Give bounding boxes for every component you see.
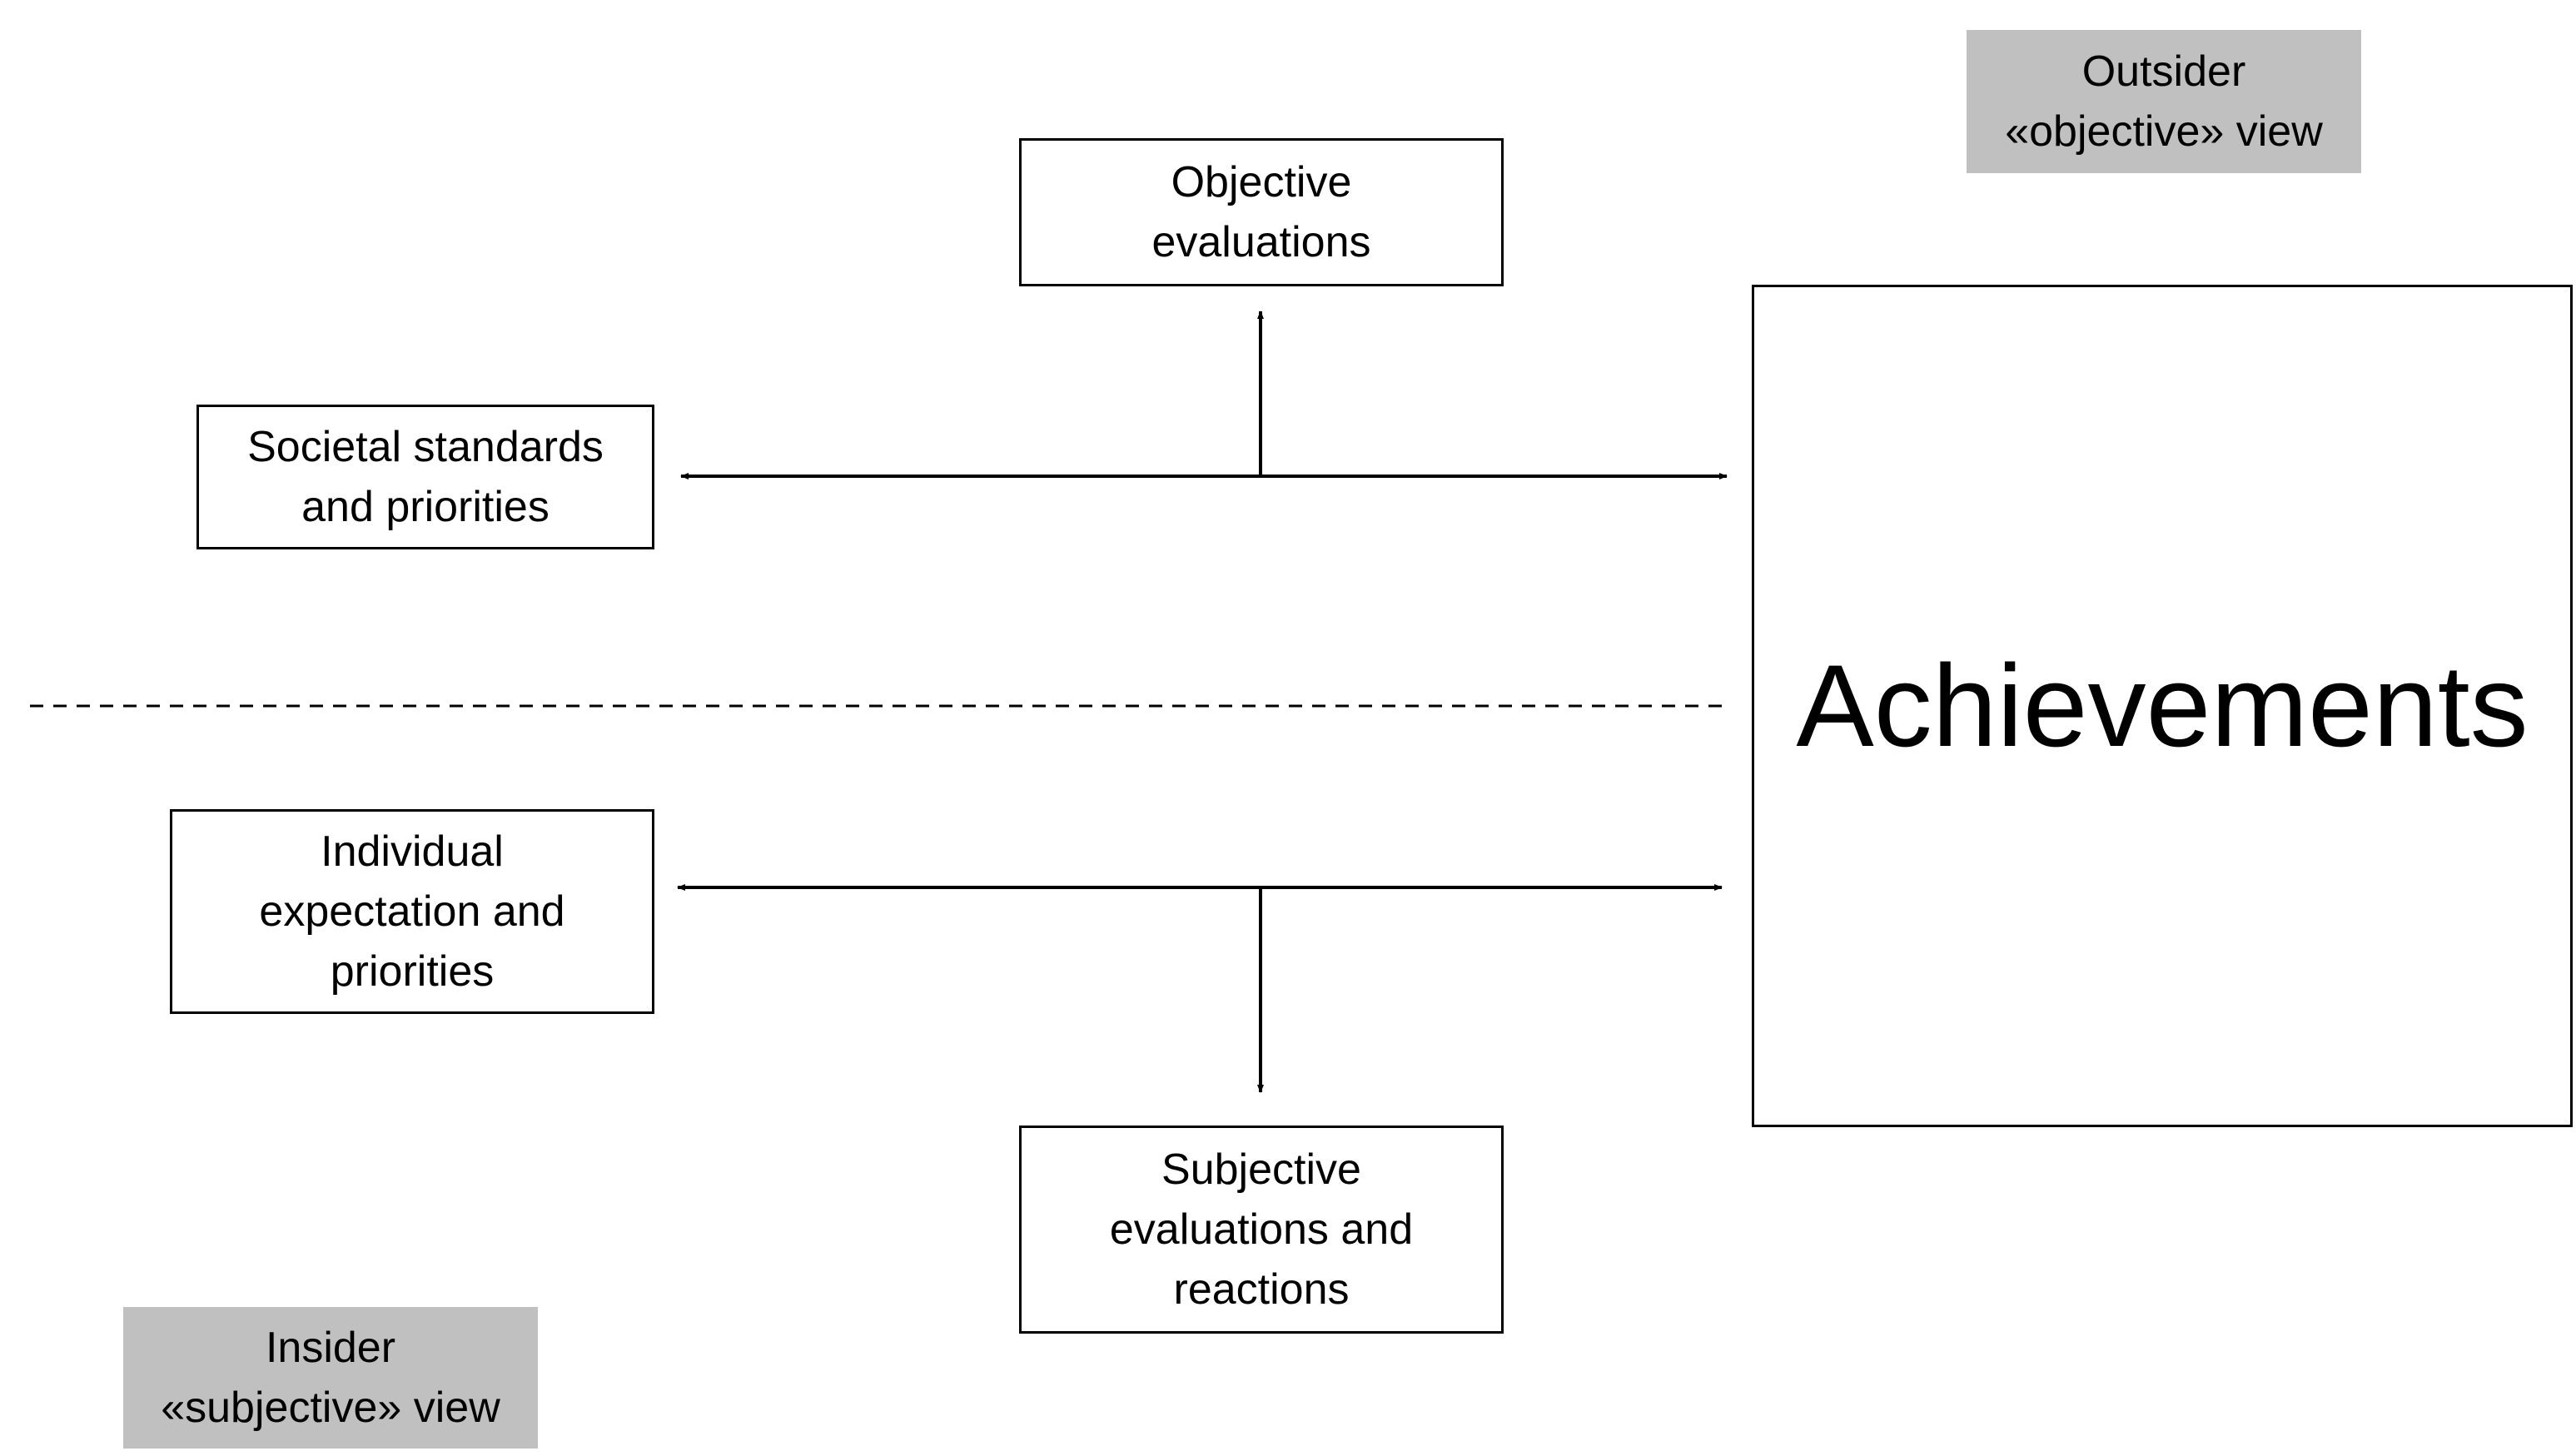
objective-evaluations-line1: Objective [1171,158,1352,206]
insider-view-line2: «subjective» view [161,1384,500,1432]
objective-evaluations-line2: evaluations [1151,218,1371,266]
subjective-evaluations-line3: reactions [1173,1265,1350,1314]
insider-view-line1: Insider [265,1324,396,1372]
subjective-evaluations-line1: Subjective [1161,1145,1361,1194]
societal-standards-line2: and priorities [301,483,550,531]
objective-evaluations-box: Objective evaluations [1019,138,1504,286]
societal-standards-box: Societal standards and priorities [196,405,654,549]
subjective-evaluations-line2: evaluations and [1109,1205,1414,1254]
individual-expectation-box: Individual expectation and priorities [170,809,654,1014]
individual-expectation-line2: expectation and [259,887,565,936]
outsider-view-line1: Outsider [2081,47,2246,96]
achievements-label: Achievements [1796,640,2529,771]
outsider-view-line2: «objective» view [2005,107,2323,156]
societal-standards-line1: Societal standards [247,423,604,471]
subjective-evaluations-box: Subjective evaluations and reactions [1019,1126,1504,1334]
individual-expectation-line3: priorities [330,947,495,996]
achievements-box: Achievements [1752,285,2573,1127]
individual-expectation-line1: Individual [321,827,504,876]
insider-view-tag: Insider «subjective» view [123,1307,538,1449]
outsider-view-tag: Outsider «objective» view [1967,30,2361,173]
